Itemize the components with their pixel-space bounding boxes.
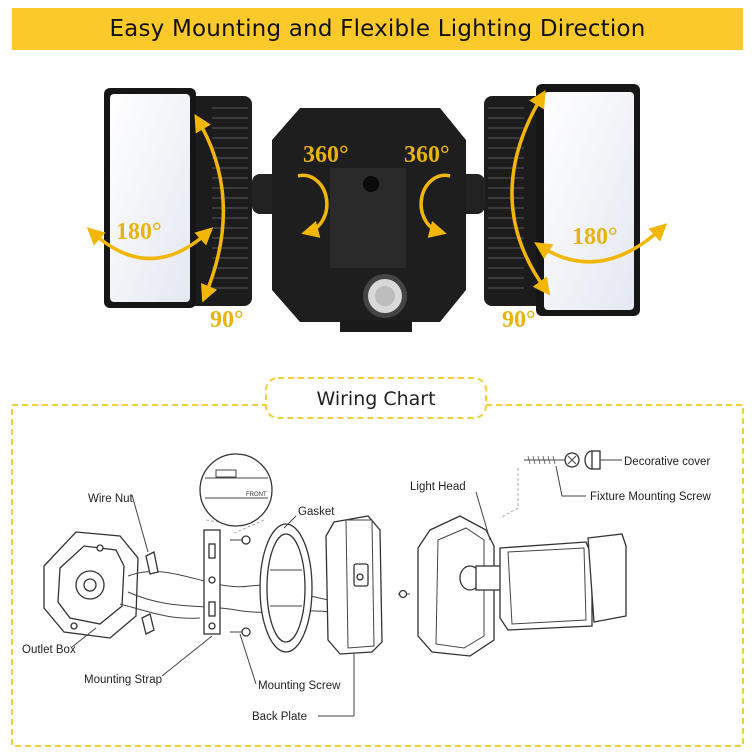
leader-lines — [71, 459, 622, 717]
wire-nut — [141, 613, 155, 635]
left-90-label: 90° — [210, 307, 244, 333]
label-light-head: Light Head — [410, 481, 466, 493]
right-led-panel — [544, 92, 634, 310]
wire-nut — [145, 551, 159, 575]
inset-label: FRONT — [246, 492, 267, 498]
wiring-chart-frame: Wiring Chart — [11, 377, 744, 747]
fixture-mounting-screw — [524, 452, 580, 468]
mounting-strap — [203, 529, 221, 635]
label-gasket: Gasket — [298, 506, 335, 518]
left-led-panel — [110, 94, 190, 302]
light-fixture: 180° 90° 360° 360° 180° 90° — [86, 84, 668, 333]
right-light-head — [484, 84, 640, 316]
center-mount — [272, 108, 466, 332]
gasket — [259, 523, 313, 653]
wiring-chart-title: Wiring Chart — [316, 388, 435, 410]
decorative-cover — [584, 450, 601, 470]
strap-detail-inset: FRONT — [199, 453, 273, 527]
outlet-box — [43, 531, 139, 639]
rotation-arrows — [86, 89, 668, 303]
right-180-arrow — [534, 223, 668, 264]
label-decorative-cover: Decorative cover — [624, 456, 710, 468]
label-mounting-strap: Mounting Strap — [84, 674, 162, 686]
label-fixture-mounting-screw: Fixture Mounting Screw — [590, 491, 711, 503]
left-180-label: 180° — [116, 219, 162, 245]
label-mounting-screw: Mounting Screw — [258, 680, 341, 692]
left-90-arrow — [194, 113, 226, 303]
left-360-label: 360° — [303, 142, 349, 168]
mounting-screw — [230, 535, 251, 637]
right-90-label: 90° — [502, 307, 536, 333]
back-plate — [325, 515, 383, 655]
mount-screw-hole — [363, 176, 379, 192]
right-180-label: 180° — [572, 224, 618, 250]
label-wire-nut: Wire Nut — [88, 493, 134, 505]
label-outlet-box: Outlet Box — [22, 644, 76, 656]
right-360-label: 360° — [404, 142, 450, 168]
label-back-plate: Back Plate — [252, 711, 307, 723]
left-light-head — [104, 88, 252, 308]
header-title: Easy Mounting and Flexible Lighting Dire… — [109, 16, 646, 42]
plate-screw — [398, 589, 410, 599]
light-head-assembly — [417, 515, 627, 657]
header-banner: Easy Mounting and Flexible Lighting Dire… — [12, 8, 743, 50]
left-360-arrow — [297, 173, 329, 238]
right-90-arrow — [510, 89, 551, 296]
right-360-arrow — [419, 173, 451, 238]
